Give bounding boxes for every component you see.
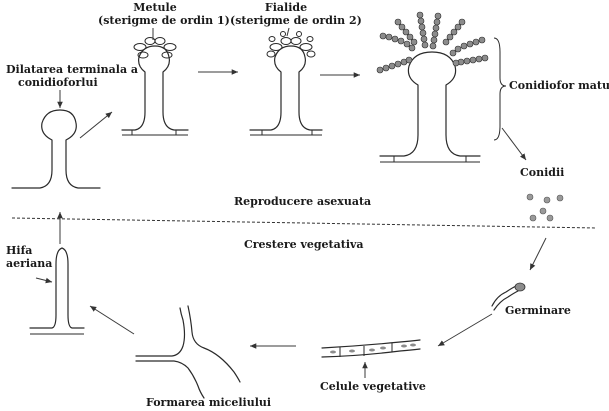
conidia-spores [526, 193, 564, 222]
label-crestere-vegetativa: Crestere vegetativa [244, 238, 364, 251]
arrow-fialide-label [286, 27, 290, 37]
arrow-miceliu-to-hifa [89, 305, 135, 335]
conidial-chains [376, 11, 489, 74]
germinating-spore [491, 282, 526, 311]
stage-hifa-aeriana [29, 247, 85, 335]
stage-conidiofor-matur [376, 11, 489, 163]
conidiofor-brace [493, 37, 507, 141]
label-germinare: Germinare [505, 304, 571, 317]
label-reproducere-asexuata: Reproducere asexuata [234, 195, 372, 208]
label-conidiofor-matur: Conidiofor matur [509, 79, 609, 92]
phase-separator-line [11, 217, 597, 229]
stage-fialide [249, 31, 323, 136]
label-hifa-line2: aeriana [6, 257, 53, 270]
arrow-dilatare-to-metule [79, 111, 113, 139]
mycelium-branching [135, 305, 241, 399]
label-hifa-line1: Hifa [6, 244, 33, 257]
label-formarea-miceliului: Formarea miceliului [146, 396, 272, 409]
label-metule-title: Metule [133, 1, 177, 14]
label-fialide-title: Fialide [264, 1, 308, 14]
label-dilatarea-line2: conidioforlui [18, 76, 98, 89]
arrow-germinare-to-celule [437, 313, 493, 347]
label-celule-vegetative: Celule vegetative [320, 380, 426, 393]
arrow-hifa-label [35, 277, 53, 284]
arrow-conidii-to-germinare [529, 237, 547, 271]
vegetative-hypha [321, 339, 421, 358]
stage-dilatarea-terminala [11, 109, 101, 189]
label-fialide-sub: (sterigme de ordin 2) [230, 14, 362, 27]
stage-metule [121, 37, 189, 136]
label-metule-sub: (sterigme de ordin 1) [98, 14, 230, 27]
arrow-matur-to-conidii [501, 127, 527, 161]
label-conidii: Conidii [520, 166, 565, 179]
label-dilatarea-line1: Dilatarea terminala a [6, 63, 139, 76]
